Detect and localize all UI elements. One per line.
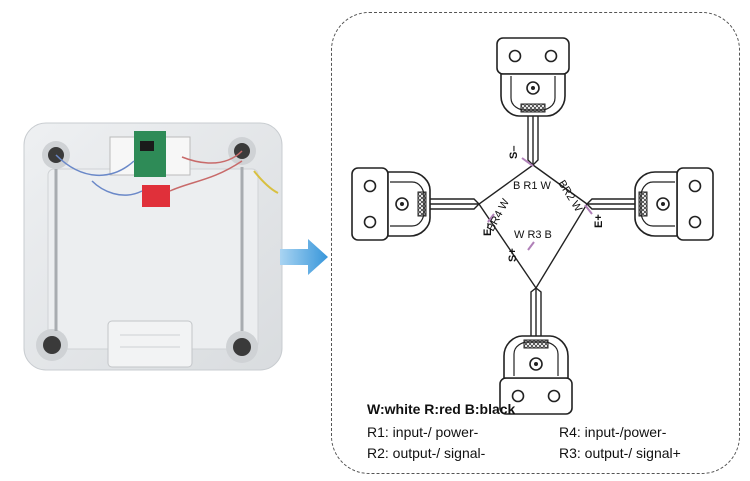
battery-compartment bbox=[107, 320, 193, 368]
pin-s-minus: S– bbox=[508, 146, 520, 159]
legend-r1: R1: input-/ power- bbox=[367, 424, 479, 440]
bridge-label-r1: B R1 W bbox=[513, 180, 552, 192]
load-cell-top bbox=[496, 37, 570, 147]
green-pcb bbox=[134, 131, 166, 177]
legend-title: W:white R:red B:black bbox=[367, 401, 516, 417]
bridge-label-r2: BR2 W bbox=[555, 178, 584, 214]
load-cell-right bbox=[604, 167, 714, 241]
pin-s-plus: S+ bbox=[507, 248, 519, 262]
wheatstone-bridge bbox=[478, 164, 588, 290]
pin-e-plus: E+ bbox=[593, 214, 605, 228]
wiring-diagram-panel bbox=[331, 12, 740, 474]
bridge-label-r3: W R3 B bbox=[514, 229, 552, 241]
legend-r3: R3: output-/ signal+ bbox=[559, 445, 681, 461]
scale-photo bbox=[23, 122, 283, 371]
load-cell-bottom bbox=[499, 305, 573, 415]
load-cell-left bbox=[351, 167, 461, 241]
red-pcb bbox=[142, 185, 170, 207]
right-arrow-icon bbox=[280, 239, 328, 275]
legend-r4: R4: input-/power- bbox=[559, 424, 667, 440]
pin-e-minus: E– bbox=[482, 223, 494, 236]
legend-r2: R2: output-/ signal- bbox=[367, 445, 486, 461]
